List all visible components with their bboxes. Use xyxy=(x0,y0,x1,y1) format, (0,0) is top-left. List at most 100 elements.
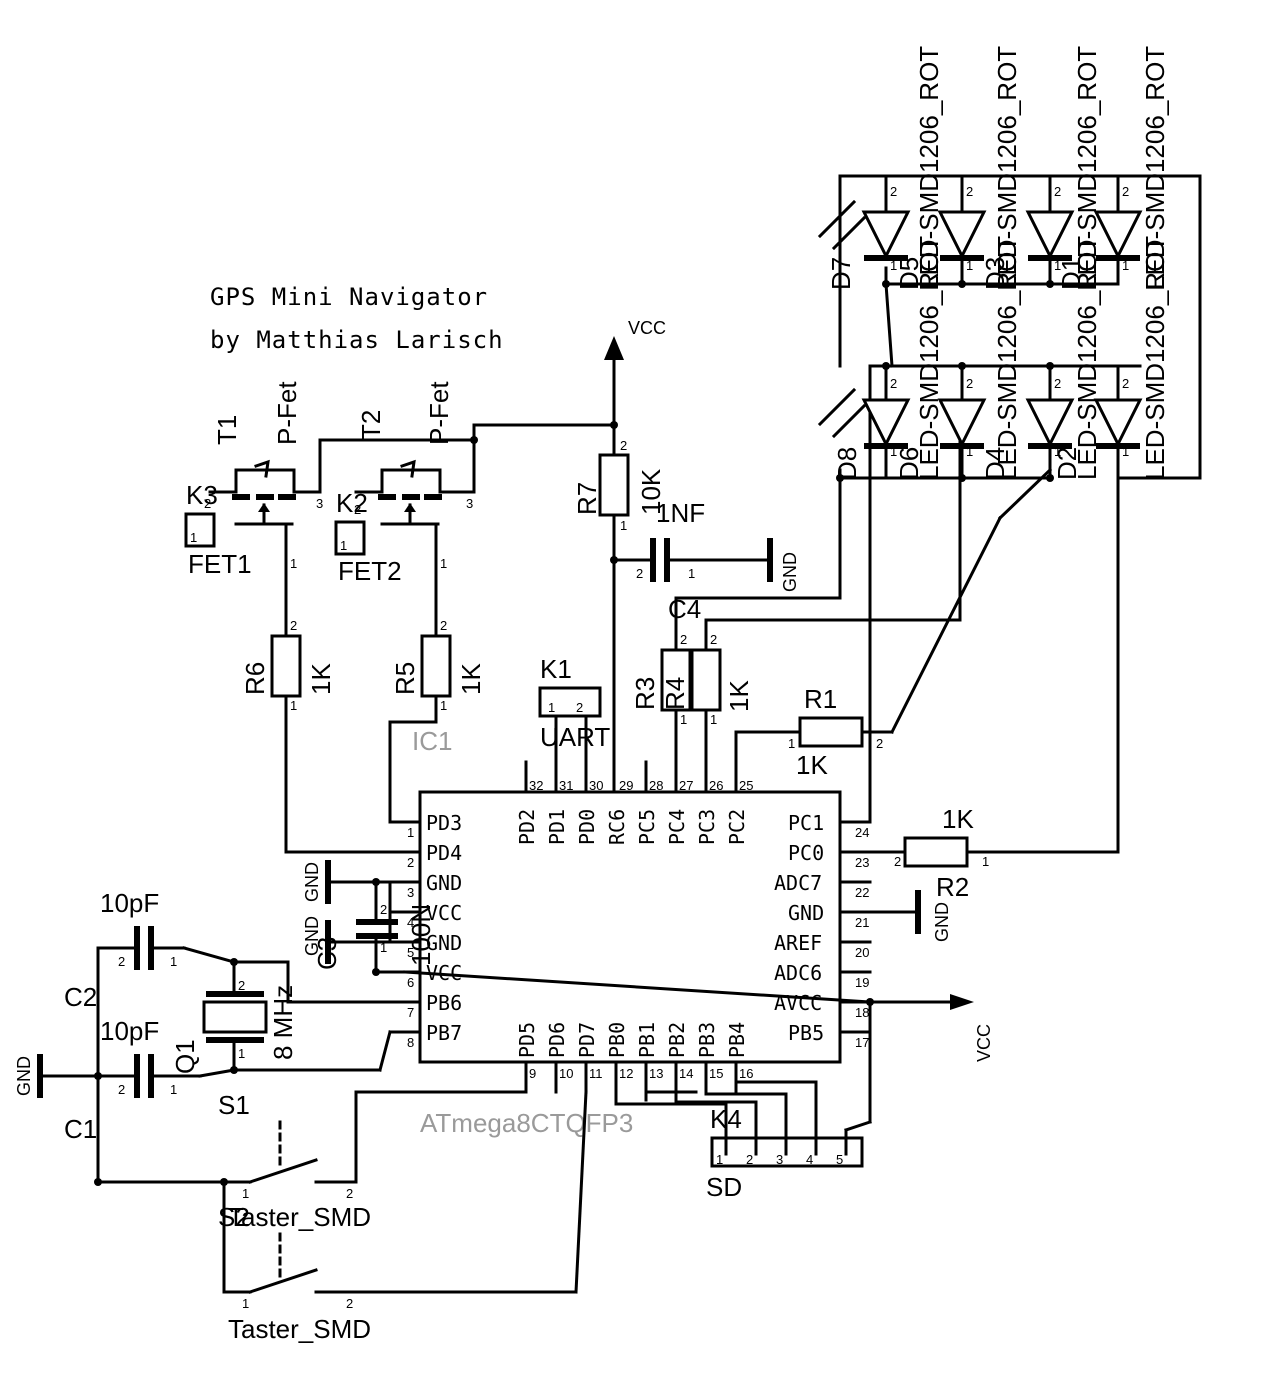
gnd-ic-label-1: GND xyxy=(302,862,322,902)
ic-pin-12-num: 12 xyxy=(619,1066,633,1081)
r2-body xyxy=(903,836,969,868)
d8-pin-1: 1 xyxy=(890,444,897,459)
c2-pin-1: 1 xyxy=(170,954,177,969)
t2-pin-1: 1 xyxy=(440,556,447,571)
ic-pin-21-num: 21 xyxy=(855,915,869,930)
q1-pin-1: 1 xyxy=(238,1046,245,1061)
r6-name: R6 xyxy=(240,662,270,695)
led-d7: D7 2 1 xyxy=(817,174,911,290)
d6-pin-1: 1 xyxy=(966,444,973,459)
vcc-right-label: VCC xyxy=(974,1024,994,1062)
gnd-ic-label-2: GND xyxy=(302,916,322,956)
capacitor-c1: 10pF C1 2 1 GND xyxy=(14,946,236,1186)
ic-pin-31-num: 31 xyxy=(559,778,573,793)
r5-name: R5 xyxy=(390,662,420,695)
capacitor-c4: 1NF C4 2 1 GND xyxy=(610,498,800,624)
ic-pin-12-name: PB0 xyxy=(605,1022,629,1058)
ic-type: ATmega8CTQFP3 xyxy=(420,1108,633,1138)
ic-pin-9-num: 9 xyxy=(529,1066,536,1081)
k2-pin-2: 2 xyxy=(354,502,361,517)
d2-name: D2 xyxy=(1052,447,1082,480)
c2-pin-2: 2 xyxy=(118,954,125,969)
crystal-q1: Q1 8 MHz 2 1 xyxy=(170,958,407,1074)
d4-value: LED-SMD1206_ROT xyxy=(1072,236,1102,480)
ic-pin-25-name: PC2 xyxy=(725,809,749,845)
resistor-r2: 1K R2 2 1 xyxy=(894,468,1120,902)
ic-left-pins: 1 PD3 2 PD4 3 GND 4 VCC 5 GND 6 VCC 7 PB… xyxy=(403,811,462,1050)
q1-name: Q1 xyxy=(170,1039,200,1074)
ic-pin-8-num: 8 xyxy=(407,1035,414,1050)
ic-pin-14-name: PB2 xyxy=(665,1022,689,1058)
ic-pin-1-name: PD3 xyxy=(426,811,462,835)
gnd-left-label: GND xyxy=(14,1056,34,1096)
c4-gnd-label: GND xyxy=(780,552,800,592)
capacitor-c2: 10pF C2 2 1 xyxy=(64,888,236,1012)
r6-body xyxy=(270,634,302,698)
t1-name: T1 xyxy=(212,415,242,445)
k1-pin-1: 1 xyxy=(548,700,555,715)
r5-value: 1K xyxy=(456,663,486,695)
ic-pin-2-num: 2 xyxy=(407,855,414,870)
ic-pin-3-num: 3 xyxy=(407,885,414,900)
d1-value: LED-SMD1206_ROT xyxy=(1140,46,1170,290)
ic-pin-29-name: RC6 xyxy=(605,809,629,845)
ic-pin-24-num: 24 xyxy=(855,825,869,840)
led-d8: D8 2 1 xyxy=(817,364,911,480)
r4-value: 1K xyxy=(724,680,754,712)
q1-pin-2: 2 xyxy=(238,978,245,993)
d5-value: LED-SMD1206_ROT xyxy=(992,46,1022,290)
d5-pin-1: 1 xyxy=(966,258,973,273)
ic-pin-4-name: VCC xyxy=(426,901,462,925)
gnd-right-symbol: GND xyxy=(915,890,952,942)
d8-name: D8 xyxy=(832,447,862,480)
r3-pin-1: 1 xyxy=(680,712,687,727)
ic-pin-10-num: 10 xyxy=(559,1066,573,1081)
resistor-r7: R7 10K 2 1 xyxy=(572,438,666,533)
d7-value: LED-SMD1206_ROT xyxy=(914,46,944,290)
ic-pin-14-num: 14 xyxy=(679,1066,693,1081)
ic-pin-7-name: PB6 xyxy=(426,991,462,1015)
ic-pin-8-name: PB7 xyxy=(426,1021,462,1045)
t2-name: T2 xyxy=(356,410,386,440)
ic-pin-31-name: PD1 xyxy=(545,809,569,845)
r7-pin-2: 2 xyxy=(620,438,627,453)
vcc-right-symbol: VCC xyxy=(403,970,994,1062)
d3-name: D3 xyxy=(980,257,1010,290)
k3-value: FET1 xyxy=(188,549,252,579)
ic-pin-27-num: 27 xyxy=(679,778,693,793)
k1-value: UART xyxy=(540,722,610,752)
s2-pin-1: 1 xyxy=(242,1296,249,1311)
connector-k2: K2 FET2 1 2 xyxy=(334,488,402,586)
s2-pin-2: 2 xyxy=(346,1296,353,1311)
r6-pin-1: 1 xyxy=(290,698,297,713)
r1-value: 1K xyxy=(796,750,828,780)
r5-pin-2: 2 xyxy=(440,618,447,633)
c1-pin-1: 1 xyxy=(170,1082,177,1097)
led-d5: LED-SMD1206_ROT D5 2 1 xyxy=(894,46,987,290)
s1-pin-1: 1 xyxy=(242,1186,249,1201)
k4-pin-4: 4 xyxy=(806,1152,813,1167)
k2-value: FET2 xyxy=(338,556,402,586)
ic-pin-17-name: PB5 xyxy=(788,1021,824,1045)
s1-name: S1 xyxy=(218,1090,250,1120)
ic-body xyxy=(418,790,842,1064)
r7-pin-1: 1 xyxy=(620,518,627,533)
resistor-r6: R6 1K 2 1 xyxy=(240,618,407,854)
ic-pin-13-num: 13 xyxy=(649,1066,663,1081)
ic-name: IC1 xyxy=(412,726,452,756)
led-d3: LED-SMD1206_ROT D3 2 1 xyxy=(980,46,1075,290)
q1-body xyxy=(202,1000,268,1034)
r7-value: 10K xyxy=(636,468,666,515)
resistor-r4: R4 1K 2 1 xyxy=(660,438,962,727)
title-line-1: GPS Mini Navigator xyxy=(210,283,488,311)
d6-value: LED-SMD1206_ROT xyxy=(992,236,1022,480)
d8-pin-2: 2 xyxy=(890,376,897,391)
r3-pin-2: 2 xyxy=(680,632,687,647)
r4-body xyxy=(690,648,722,712)
r4-name: R4 xyxy=(660,677,690,710)
d2-pin-2: 2 xyxy=(1122,376,1129,391)
s1-value: Taster_SMD xyxy=(228,1202,371,1232)
r1-pin-1: 1 xyxy=(788,736,795,751)
r7-name: R7 xyxy=(572,482,602,515)
k3-pin-2: 2 xyxy=(204,496,211,511)
